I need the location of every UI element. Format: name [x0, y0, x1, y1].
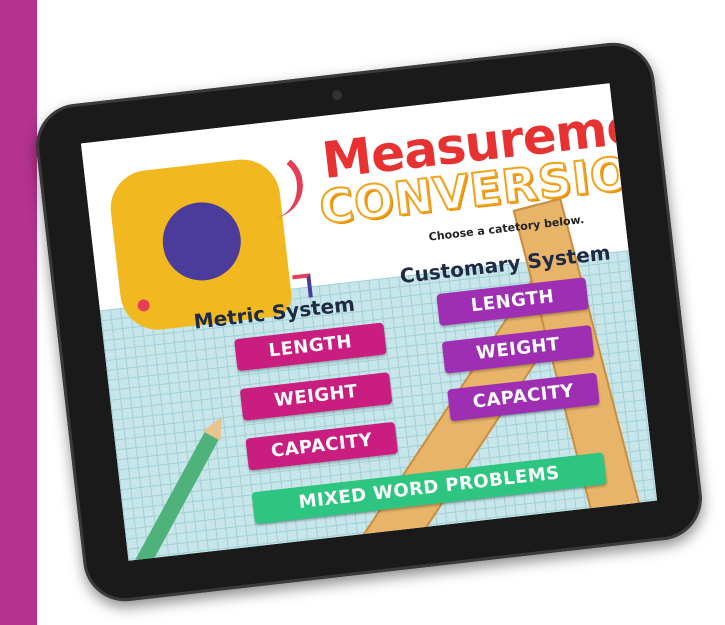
tablet-frame: Measurement CONVERSIONS Choose a catetor… [31, 38, 707, 606]
tape-measure-center [158, 198, 245, 285]
tape-measure-tab [292, 273, 313, 300]
tablet-screen: Measurement CONVERSIONS Choose a catetor… [80, 83, 658, 561]
tape-measure-dot [137, 298, 151, 313]
side-accent-gap [37, 0, 50, 625]
camera-icon [331, 89, 343, 101]
